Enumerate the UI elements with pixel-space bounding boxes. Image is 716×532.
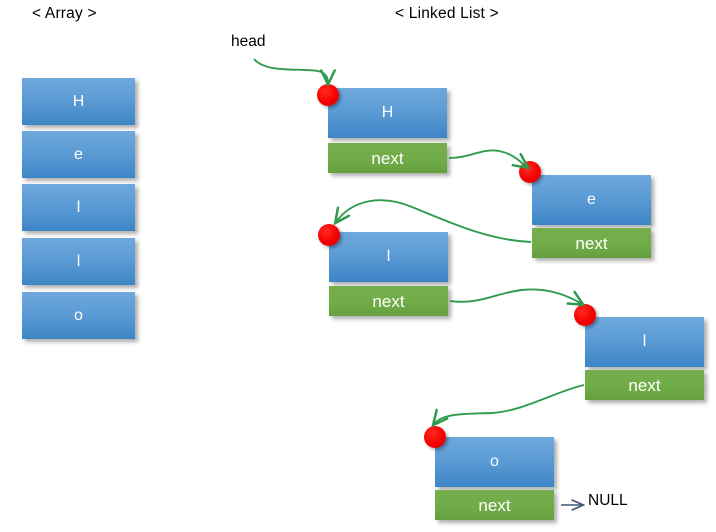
list-node-3-value: l <box>585 317 704 367</box>
arrow-node2-to-node3 <box>449 288 582 304</box>
null-terminator-label: NULL <box>588 492 628 509</box>
linked-list-section-title: < Linked List > <box>395 5 499 22</box>
array-cell-0: H <box>22 78 135 125</box>
list-node-2-next: next <box>329 286 448 316</box>
list-node-1-value: e <box>532 175 651 225</box>
head-pointer-label: head <box>231 33 266 50</box>
list-node-4-value: o <box>435 437 554 487</box>
array-cell-2: l <box>22 184 135 231</box>
array-cell-3: l <box>22 238 135 285</box>
list-node-2-value: l <box>329 232 448 282</box>
arrow-head-to-node0 <box>253 58 328 83</box>
list-node-0-next: next <box>328 143 447 173</box>
array-cell-1: e <box>22 131 135 178</box>
list-node-4-pointer-dot-icon <box>424 426 446 448</box>
list-node-1-pointer-dot-icon <box>519 161 541 183</box>
arrow-node3-to-node4 <box>434 384 585 424</box>
list-node-4-next: next <box>435 490 554 520</box>
list-node-3-pointer-dot-icon <box>574 304 596 326</box>
list-node-0-pointer-dot-icon <box>317 84 339 106</box>
list-node-0-value: H <box>328 88 447 138</box>
list-node-2-pointer-dot-icon <box>318 224 340 246</box>
list-node-3-next: next <box>585 370 704 400</box>
arrow-node0-to-node1 <box>448 149 527 167</box>
array-cell-4: o <box>22 292 135 339</box>
list-node-1-next: next <box>532 228 651 258</box>
array-section-title: < Array > <box>32 5 97 22</box>
